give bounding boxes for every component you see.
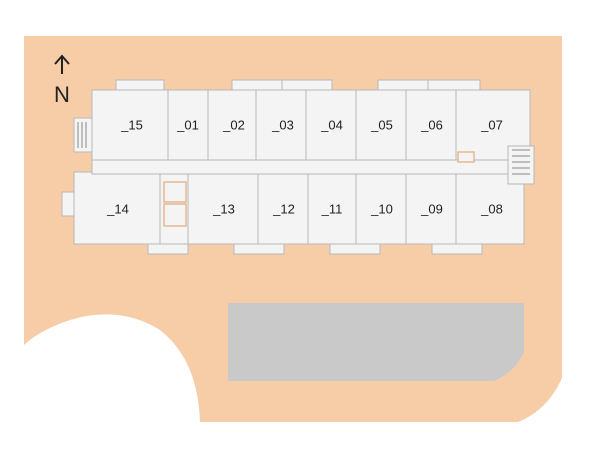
unit-03-label: _03: [271, 117, 294, 132]
west-entry: [61, 191, 75, 217]
unit-14-label: _14: [106, 201, 129, 216]
north-label: N: [54, 82, 70, 107]
service-closet: [457, 151, 475, 163]
north-arrow-icon: [54, 54, 70, 74]
unit-08-label: _08: [480, 201, 503, 216]
elevator-core-icon: [163, 181, 187, 227]
parking-lot: [228, 303, 524, 381]
building: [61, 79, 535, 255]
east-stair-icon: [507, 145, 535, 185]
unit-01-label: _01: [176, 117, 199, 132]
unit-02-label: _02: [222, 117, 245, 132]
unit-04-label: _04: [320, 117, 343, 132]
unit-15-label: _15: [120, 117, 143, 132]
unit-09-label: _09: [420, 201, 443, 216]
unit-05-label: _05: [370, 117, 393, 132]
unit-11-label: _11: [321, 201, 343, 216]
unit-10-label: _10: [370, 201, 393, 216]
unit-12-label: _12: [272, 201, 295, 216]
unit-06-label: _06: [420, 117, 443, 132]
unit-07-label: _07: [480, 117, 503, 132]
unit-13-label: _13: [212, 201, 235, 216]
west-stair-icon: [73, 117, 93, 153]
